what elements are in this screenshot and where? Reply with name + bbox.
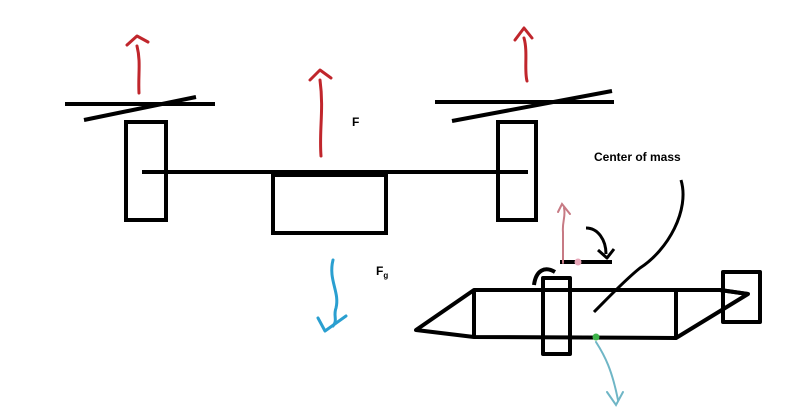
lift-arrows (125, 26, 534, 158)
side-rear-motor (721, 270, 762, 324)
right-lift-arrow (513, 26, 534, 83)
right-propeller-blade-2 (451, 89, 613, 123)
pivot-curved-arrowhead (597, 248, 616, 260)
gravity-force-label: Fg (376, 264, 388, 280)
lift-force-label: F (352, 115, 359, 129)
drone-body (271, 172, 388, 235)
side-front-motor (541, 276, 572, 356)
left-lift-arrow (125, 34, 150, 95)
small-lift-arrow (557, 202, 571, 264)
small-gravity-arrow (595, 341, 624, 407)
drone-side-view (414, 179, 762, 356)
center-of-mass-dot (592, 333, 600, 341)
right-motor (496, 120, 538, 222)
side-front-propeller-curl (532, 267, 557, 286)
center-of-mass-pointer (592, 179, 685, 314)
center-of-mass-label: Center of mass (594, 150, 681, 164)
side-body-outline (414, 288, 750, 340)
pivot-dot (574, 258, 582, 266)
center-lift-arrow (308, 68, 333, 158)
drone-front-view (65, 89, 614, 235)
pivot-curved-arrow (585, 226, 608, 255)
left-propeller-blade-2 (83, 95, 197, 122)
left-motor (124, 120, 168, 222)
gravity-arrow (316, 258, 348, 333)
